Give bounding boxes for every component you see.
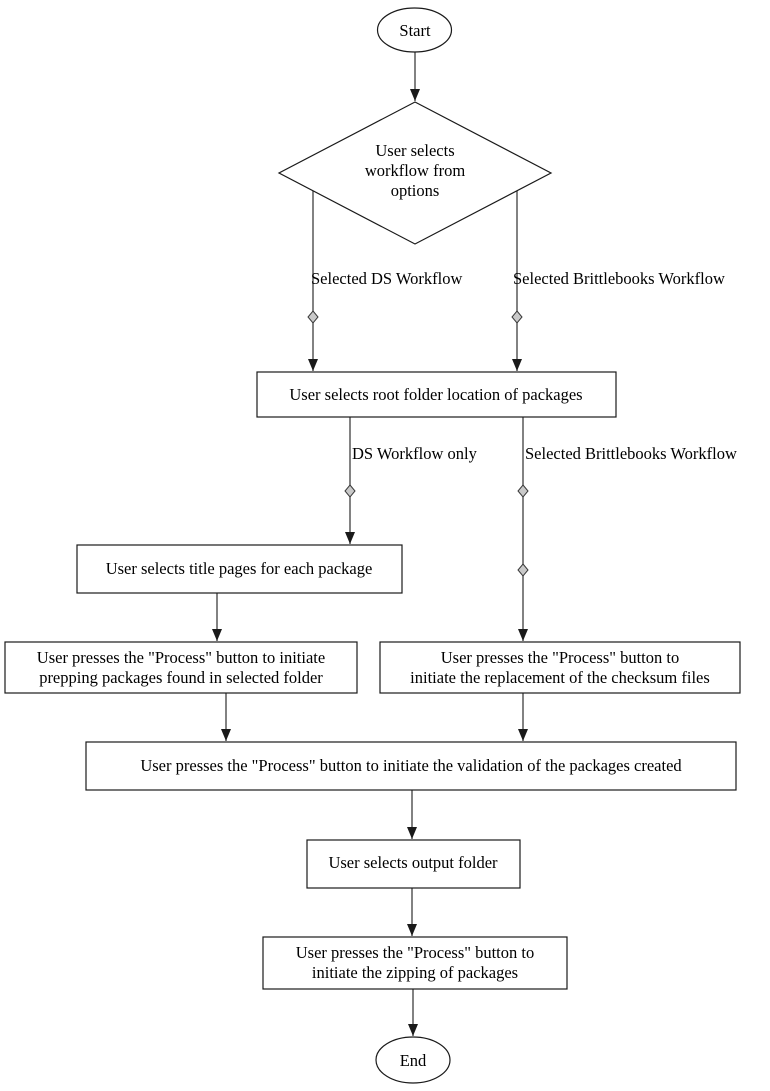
node-replace-checksums-shape [379,641,741,694]
edge-label-selected-brittlebooks-workflow-mid: Selected Brittlebooks Workflow [525,444,737,463]
node-end-label: End [400,1051,427,1070]
node-zip-packages-label-line1: User presses the "Process" button to [296,943,534,962]
edge-diamond-marker [517,563,529,577]
node-replace-checksums-label-line1: User presses the "Process" button to [441,648,679,667]
node-validate-packages-label: User presses the "Process" button to ini… [140,756,682,775]
node-prep-packages-shape [4,641,358,694]
node-prep-packages-label-line2: prepping packages found in selected fold… [39,668,323,687]
node-title-pages-label: User selects title pages for each packag… [106,559,373,578]
edge-diamond-marker [511,310,523,324]
edge-label-selected-brittlebooks-workflow-top: Selected Brittlebooks Workflow [513,269,725,288]
node-validate-packages-shape [85,741,737,791]
node-zip-packages-shape [262,936,568,990]
node-decision-label-line3: options [391,181,440,200]
edge-diamond-marker [307,310,319,324]
node-start-label: Start [399,21,431,40]
node-output-folder-label: User selects output folder [328,853,498,872]
node-prep-packages-label-line1: User presses the "Process" button to ini… [37,648,325,667]
node-zip-packages-label-line2: initiate the zipping of packages [312,963,518,982]
node-output-folder-shape [306,839,521,889]
edge-label-selected-ds-workflow: Selected DS Workflow [311,269,463,288]
edge-label-ds-workflow-only: DS Workflow only [352,444,478,463]
node-end-shape [375,1036,451,1084]
node-start-shape [376,7,453,53]
node-decision-label-line2: workflow from [365,161,466,180]
edge-diamond-marker [344,484,356,498]
node-root-folder-label: User selects root folder location of pac… [289,385,582,404]
node-root-folder-shape [256,371,617,418]
node-replace-checksums-label-line2: initiate the replacement of the checksum… [410,668,710,687]
node-decision-label-line1: User selects [375,141,454,160]
node-decision-shape [277,101,553,245]
edge-diamond-marker [517,484,529,498]
node-title-pages-shape [76,544,403,594]
